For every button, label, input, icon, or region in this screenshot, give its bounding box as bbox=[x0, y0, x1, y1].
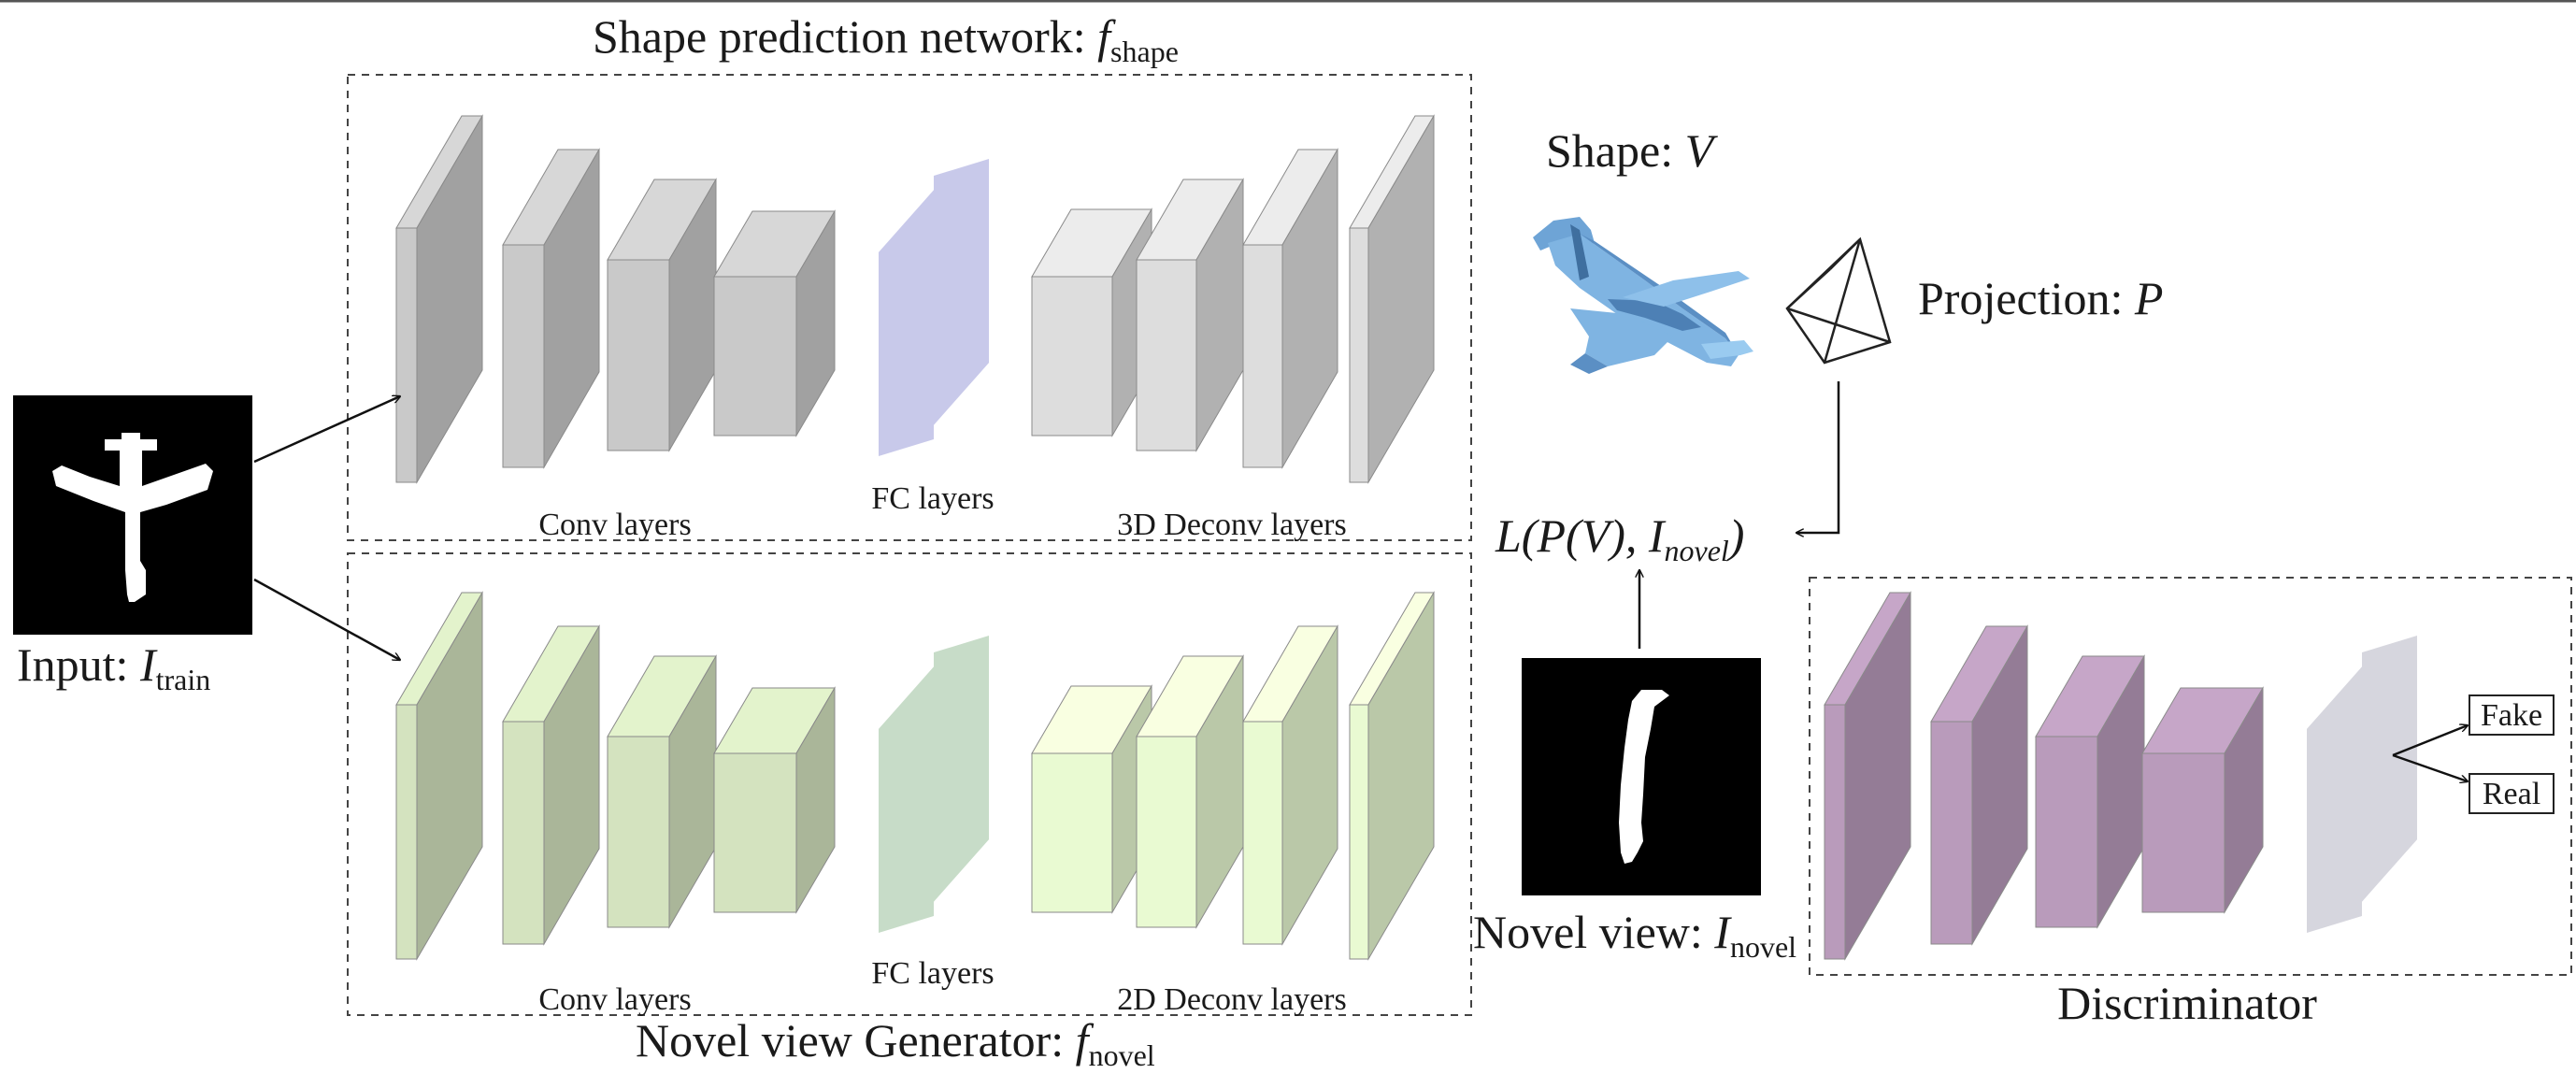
novel-generator-layers bbox=[395, 591, 1435, 961]
loss-label: L(P(V), Inovel) bbox=[1495, 509, 1744, 567]
shape-network-box bbox=[347, 74, 1472, 541]
shape-network-layers bbox=[395, 114, 1435, 484]
novel-fc-caption: FC layers bbox=[871, 956, 994, 991]
shape-label: Shape: V bbox=[1546, 124, 1719, 177]
disc-conv-layer-1 bbox=[1824, 591, 1911, 961]
shape-deconv-caption: 3D Deconv layers bbox=[1117, 508, 1346, 542]
disc-conv-layer-2 bbox=[1930, 624, 2028, 946]
novel-conv-layer-2-front bbox=[502, 721, 545, 945]
fake-label: Fake bbox=[2481, 698, 2542, 733]
shape-conv-layer-2-front bbox=[502, 244, 545, 468]
shape-deconv-layer-4 bbox=[1349, 114, 1435, 484]
novel-conv-layer-1 bbox=[395, 591, 483, 961]
input-label: Input: Itrain bbox=[17, 638, 210, 696]
shape-conv-layer-1 bbox=[395, 114, 483, 484]
shape-conv-layer-3-front bbox=[607, 259, 670, 451]
novel-conv-layer-3 bbox=[607, 654, 717, 929]
real-label: Real bbox=[2483, 777, 2540, 811]
shape-deconv-layer-1-front bbox=[1031, 276, 1113, 437]
disc-conv-layer-3 bbox=[2035, 654, 2145, 929]
disc-conv-layer-1-front bbox=[1824, 704, 1846, 960]
disc-fc-layer bbox=[2307, 636, 2417, 933]
novel-generator-box bbox=[347, 552, 1472, 1016]
voxel-airplane bbox=[1533, 217, 1753, 374]
shape-deconv-layer-4-front bbox=[1349, 227, 1369, 483]
shape-fc-layer bbox=[879, 159, 989, 456]
camera-frustum-icon bbox=[1785, 236, 1892, 365]
input-image bbox=[13, 395, 252, 635]
novel-fc-layer bbox=[879, 636, 989, 933]
shape-conv-layer-4-front bbox=[713, 276, 797, 437]
novel-deconv-layer-2-front bbox=[1136, 736, 1197, 928]
novel-deconv-layer-1-front bbox=[1031, 752, 1113, 913]
shape-deconv-layer-2 bbox=[1136, 178, 1244, 452]
fake-output: Fake bbox=[2469, 694, 2555, 736]
projection-label: Projection: P bbox=[1918, 272, 2163, 324]
disc-conv-layer-3-front bbox=[2035, 736, 2098, 928]
novel-deconv-layer-2 bbox=[1136, 654, 1244, 929]
disc-conv-layer-4-front bbox=[2141, 752, 2225, 913]
novel-view-silhouette bbox=[1619, 690, 1669, 864]
shape-deconv-layer-3 bbox=[1242, 148, 1338, 469]
disc-conv-layer-2-front bbox=[1930, 721, 1973, 945]
novel-deconv-layer-3-front bbox=[1242, 721, 1283, 945]
novel-deconv-layer-3 bbox=[1242, 624, 1338, 946]
novel-generator-title: Novel view Generator: fnovel bbox=[636, 1014, 1155, 1072]
projection-to-loss-arrow bbox=[1796, 381, 1840, 533]
shape-conv-caption: Conv layers bbox=[538, 508, 691, 542]
novel-view-label: Novel view: Inovel bbox=[1473, 906, 1796, 964]
novel-conv-layer-1-front bbox=[395, 704, 418, 960]
novel-conv-caption: Conv layers bbox=[538, 982, 691, 1017]
input-to-novel-arrow bbox=[253, 578, 400, 660]
novel-deconv-layer-4-front bbox=[1349, 704, 1369, 960]
novel-deconv-layer-4 bbox=[1349, 591, 1435, 961]
shape-fc-caption: FC layers bbox=[871, 481, 994, 516]
novel-conv-layer-3-front bbox=[607, 736, 670, 928]
discriminator-label: Discriminator bbox=[2057, 977, 2317, 1029]
airplane-silhouette bbox=[52, 433, 213, 602]
discriminator-box bbox=[1809, 577, 2572, 976]
discriminator-layers bbox=[1824, 591, 2417, 961]
novel-conv-layer-4-front bbox=[713, 752, 797, 913]
novel-deconv-layer-1 bbox=[1031, 684, 1152, 914]
disc-conv-layer-4 bbox=[2141, 686, 2264, 914]
shape-deconv-layer-1 bbox=[1031, 208, 1152, 437]
shape-deconv-layer-2-front bbox=[1136, 259, 1197, 451]
novel-deconv-caption: 2D Deconv layers bbox=[1117, 982, 1346, 1017]
shape-conv-layer-2 bbox=[502, 148, 600, 469]
disc-to-real-arrow bbox=[2392, 753, 2468, 781]
disc-to-fake-arrow bbox=[2392, 725, 2468, 757]
novel-conv-layer-4 bbox=[713, 686, 836, 914]
shape-conv-layer-1-front bbox=[395, 227, 418, 483]
input-to-shape-arrow bbox=[253, 396, 400, 464]
shape-conv-layer-4 bbox=[713, 209, 836, 437]
novel-conv-layer-2 bbox=[502, 624, 600, 946]
shape-network-title: Shape prediction network: fshape bbox=[593, 10, 1179, 68]
shape-conv-layer-3 bbox=[607, 178, 717, 452]
novel-view-image bbox=[1522, 658, 1761, 895]
shape-deconv-layer-3-front bbox=[1242, 244, 1283, 468]
real-output: Real bbox=[2469, 773, 2555, 814]
